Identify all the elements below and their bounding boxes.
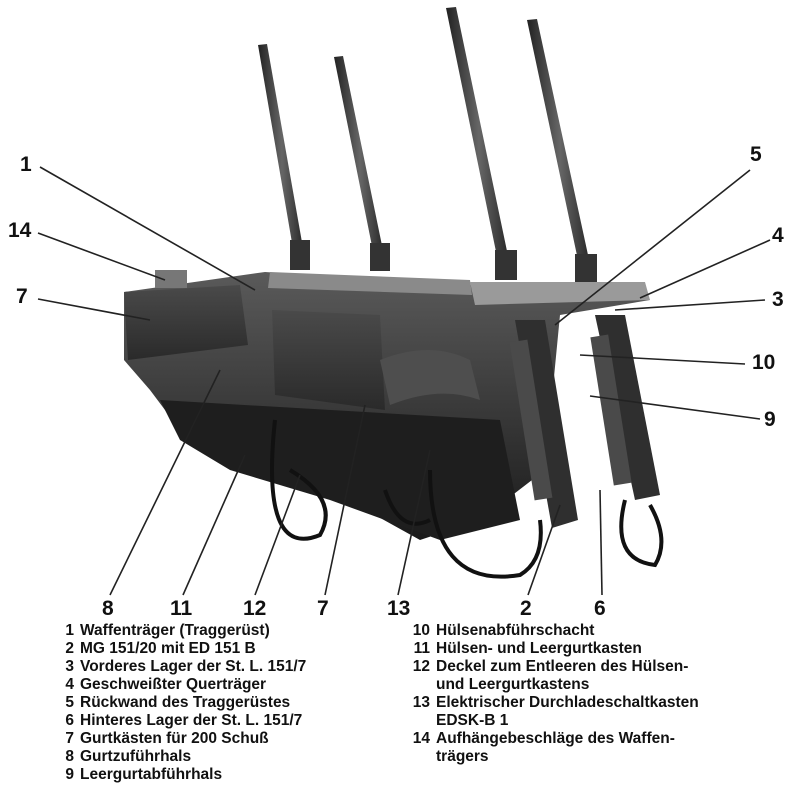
callout-6: 6 bbox=[594, 597, 606, 620]
callout-2: 2 bbox=[520, 597, 532, 620]
ammo-box-left bbox=[124, 285, 248, 360]
callout-7-left: 7 bbox=[16, 285, 28, 308]
callout-5: 5 bbox=[750, 143, 762, 166]
callout-8: 8 bbox=[102, 597, 114, 620]
callout-1: 1 bbox=[20, 153, 32, 176]
weapon-carrier-illustration bbox=[37, 7, 771, 596]
callout-12: 12 bbox=[243, 597, 267, 620]
feed-chute bbox=[380, 350, 480, 405]
gun-barrels bbox=[258, 7, 597, 284]
callout-9: 9 bbox=[764, 408, 776, 431]
ammo-box-center bbox=[272, 310, 385, 410]
callout-7-bottom: 7 bbox=[317, 597, 329, 620]
carrier-body bbox=[124, 270, 660, 540]
callout-4: 4 bbox=[772, 224, 784, 247]
callout-14: 14 bbox=[8, 219, 32, 242]
barrel-1 bbox=[258, 44, 306, 266]
callout-11: 11 bbox=[170, 597, 193, 620]
barrel-3 bbox=[446, 7, 512, 276]
cables bbox=[270, 419, 664, 579]
callout-13: 13 bbox=[387, 597, 411, 620]
barrel-4 bbox=[527, 19, 593, 279]
barrel-2 bbox=[334, 56, 386, 266]
callout-10: 10 bbox=[752, 351, 776, 374]
callout-3: 3 bbox=[772, 288, 784, 311]
leader-lines bbox=[37, 166, 771, 596]
